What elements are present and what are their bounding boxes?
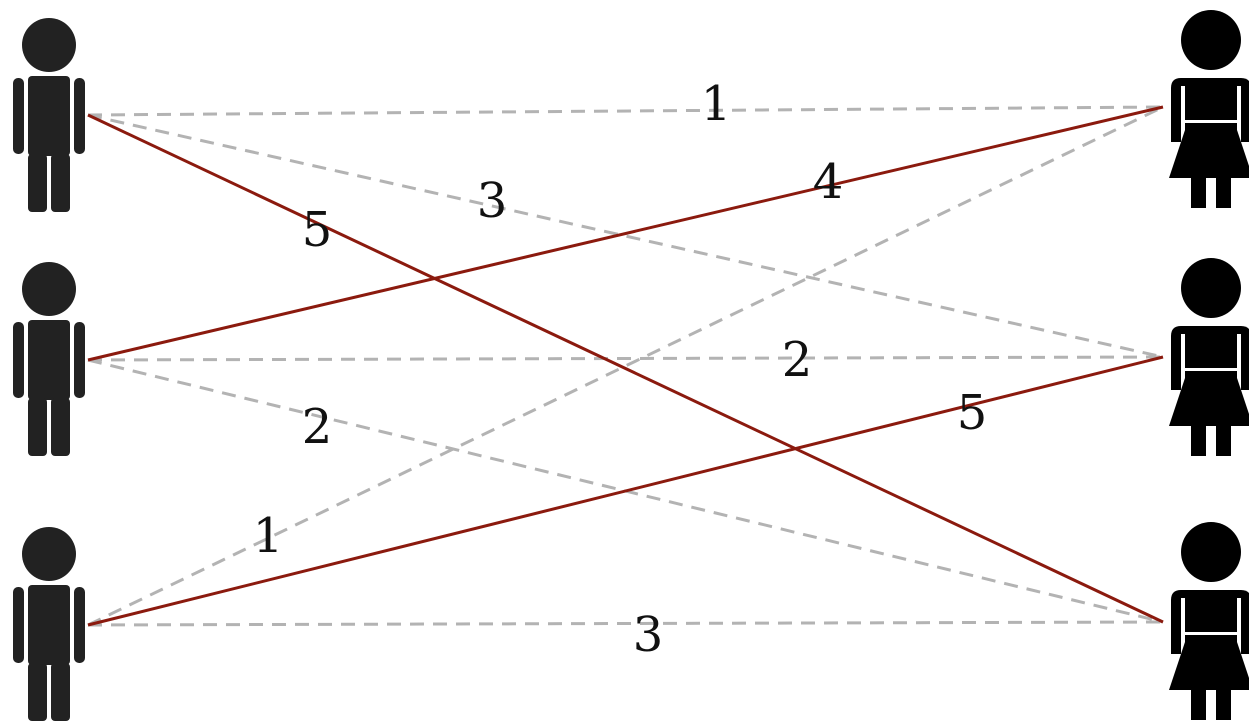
edge-m3-w1	[87, 105, 1164, 627]
matched-edge-m3-w2	[87, 355, 1164, 627]
edge-m3-w3	[87, 620, 1164, 627]
matched-edges	[87, 105, 1164, 627]
edge-weight-label: 5	[302, 202, 333, 258]
edge-weight-label: 2	[302, 399, 333, 455]
edge-weight-label: 2	[782, 332, 813, 388]
edge-weight-label: 5	[957, 385, 988, 441]
edge-weight-label: 1	[701, 76, 732, 132]
edge-m2-w2	[87, 355, 1164, 362]
male-person-icon	[13, 262, 85, 456]
female-person-icon	[1169, 10, 1249, 208]
edge-weight-label: 4	[813, 154, 844, 210]
edge-weight-label: 1	[253, 508, 284, 564]
female-person-icon	[1169, 522, 1249, 720]
matched-edge-m1-w3	[87, 113, 1164, 624]
edge-weight-label: 3	[633, 607, 664, 663]
edge-m1-w1	[87, 105, 1164, 117]
male-person-icon	[13, 527, 85, 721]
matched-edge-m2-w1	[87, 105, 1164, 362]
male-person-icon	[13, 18, 85, 212]
edge-weight-label: 3	[477, 173, 508, 229]
people	[13, 10, 1249, 721]
female-person-icon	[1169, 258, 1249, 456]
